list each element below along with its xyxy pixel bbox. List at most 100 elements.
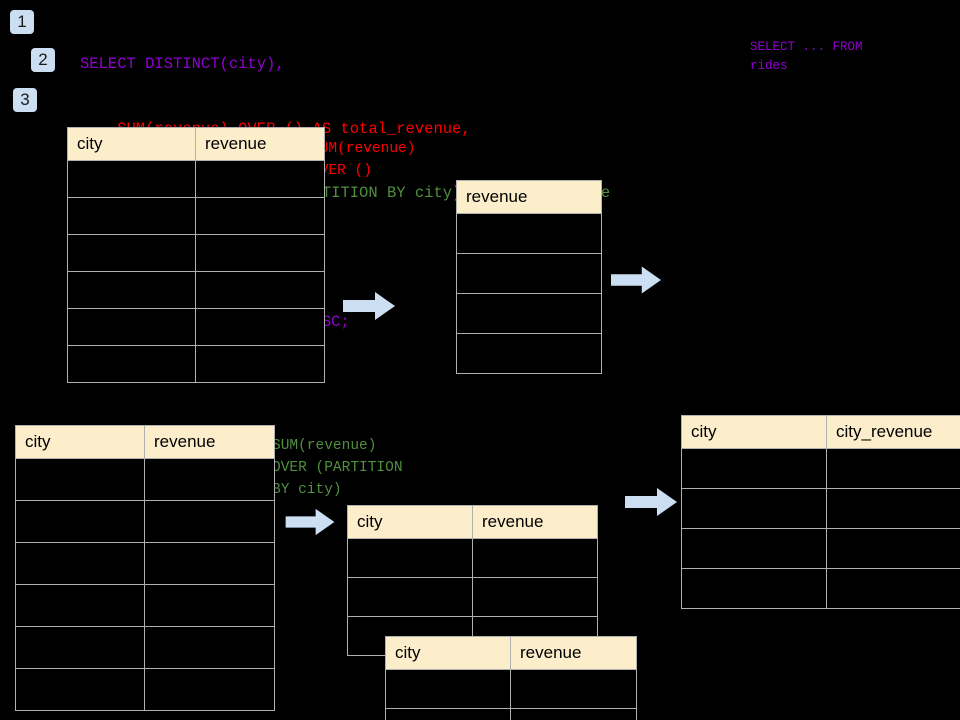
- table-row: [67, 197, 325, 235]
- cell-revenue: [195, 197, 325, 235]
- table-header-row: revenue: [456, 180, 602, 214]
- cell-revenue: [472, 577, 598, 617]
- cell-city-revenue: [826, 488, 960, 529]
- cell-revenue: [144, 626, 275, 669]
- column-header-city: city: [15, 425, 145, 459]
- column-header-revenue: revenue: [144, 425, 275, 459]
- cell-revenue: [472, 538, 598, 578]
- cell-revenue: [144, 668, 275, 711]
- table-row: [67, 271, 325, 309]
- cell-city: [385, 708, 511, 720]
- table-row: [15, 542, 275, 585]
- cell-revenue: [195, 308, 325, 346]
- step-badge-1: 1: [10, 10, 34, 34]
- table-header-row: city revenue: [347, 505, 598, 539]
- annotation-sum-over-empty: SUM(revenue) OVER (): [311, 141, 416, 179]
- cell-city: [15, 500, 145, 543]
- table-row: [67, 345, 325, 383]
- table-row: [681, 528, 960, 569]
- table-row: [681, 488, 960, 529]
- step-badge-2: 2: [31, 48, 55, 72]
- step-badge-3: 3: [13, 88, 37, 112]
- cell-revenue: [144, 542, 275, 585]
- cell-city: [67, 308, 196, 346]
- column-header-city: city: [347, 505, 473, 539]
- arrow-total-revenue-to-result: [611, 264, 661, 296]
- table-header-row: city city_revenue: [681, 415, 960, 449]
- table-row: [67, 234, 325, 272]
- cell-revenue: [144, 500, 275, 543]
- cell-city: [681, 568, 827, 609]
- annotation-sum-over-partition: SUM(revenue) OVER (PARTITION BY city): [272, 438, 403, 498]
- cell-revenue: [456, 253, 602, 294]
- cell-revenue: [195, 160, 325, 198]
- table-row: [681, 568, 960, 609]
- cell-city: [67, 271, 196, 309]
- cell-city: [681, 528, 827, 569]
- final-result-table: city city_revenue: [681, 415, 960, 609]
- cell-city: [347, 538, 473, 578]
- column-header-city: city: [67, 127, 196, 161]
- column-header-revenue: revenue: [472, 505, 598, 539]
- rides-source-table-bottom: city revenue: [15, 425, 275, 711]
- cell-revenue: [195, 234, 325, 272]
- table-header-row: city revenue: [385, 636, 637, 670]
- cell-city: [681, 448, 827, 489]
- table-row: [385, 708, 637, 720]
- table-row: [385, 669, 637, 709]
- partition-group-table-back: city revenue: [347, 505, 598, 656]
- arrow-source-to-total-revenue: [343, 290, 395, 322]
- table-row: [67, 160, 325, 198]
- total-revenue-table: revenue: [456, 180, 602, 374]
- table-row: [15, 626, 275, 669]
- table-row: [347, 538, 598, 578]
- cell-revenue: [195, 271, 325, 309]
- cell-city: [15, 542, 145, 585]
- cell-city: [681, 488, 827, 529]
- table-row: [456, 253, 602, 294]
- arrow-source-to-partition: [285, 507, 335, 537]
- cell-revenue: [144, 458, 275, 501]
- column-header-city-revenue: city_revenue: [826, 415, 960, 449]
- table-row: [456, 213, 602, 254]
- column-header-revenue: revenue: [456, 180, 602, 214]
- table-row: [456, 333, 602, 374]
- table-row: [15, 668, 275, 711]
- cell-revenue: [456, 333, 602, 374]
- arrow-partition-to-result: [625, 486, 677, 518]
- table-header-row: city revenue: [67, 127, 325, 161]
- cell-city: [15, 584, 145, 627]
- cell-city: [15, 668, 145, 711]
- column-header-city: city: [681, 415, 827, 449]
- table-row: [347, 577, 598, 617]
- table-row: [681, 448, 960, 489]
- table-header-row: city revenue: [15, 425, 275, 459]
- cell-city-revenue: [826, 528, 960, 569]
- column-header-revenue: revenue: [195, 127, 325, 161]
- cell-revenue: [144, 584, 275, 627]
- table-row: [15, 458, 275, 501]
- sql-line-1: SELECT DISTINCT(city),: [80, 55, 285, 73]
- partition-group-table-front: city revenue: [385, 636, 637, 720]
- cell-city-revenue: [826, 448, 960, 489]
- cell-revenue: [456, 213, 602, 254]
- annotation-select-from-rides: SELECT ... FROM rides: [750, 40, 863, 73]
- cell-city: [15, 626, 145, 669]
- table-row: [15, 584, 275, 627]
- table-row: [67, 308, 325, 346]
- cell-city-revenue: [826, 568, 960, 609]
- cell-city: [67, 345, 196, 383]
- cell-city: [385, 669, 511, 709]
- cell-city: [67, 234, 196, 272]
- table-row: [15, 500, 275, 543]
- cell-revenue: [195, 345, 325, 383]
- rides-source-table-top: city revenue: [67, 127, 325, 383]
- column-header-city: city: [385, 636, 511, 670]
- cell-city: [15, 458, 145, 501]
- cell-city: [347, 577, 473, 617]
- table-row: [456, 293, 602, 334]
- cell-revenue: [456, 293, 602, 334]
- cell-revenue: [510, 708, 637, 720]
- cell-city: [67, 197, 196, 235]
